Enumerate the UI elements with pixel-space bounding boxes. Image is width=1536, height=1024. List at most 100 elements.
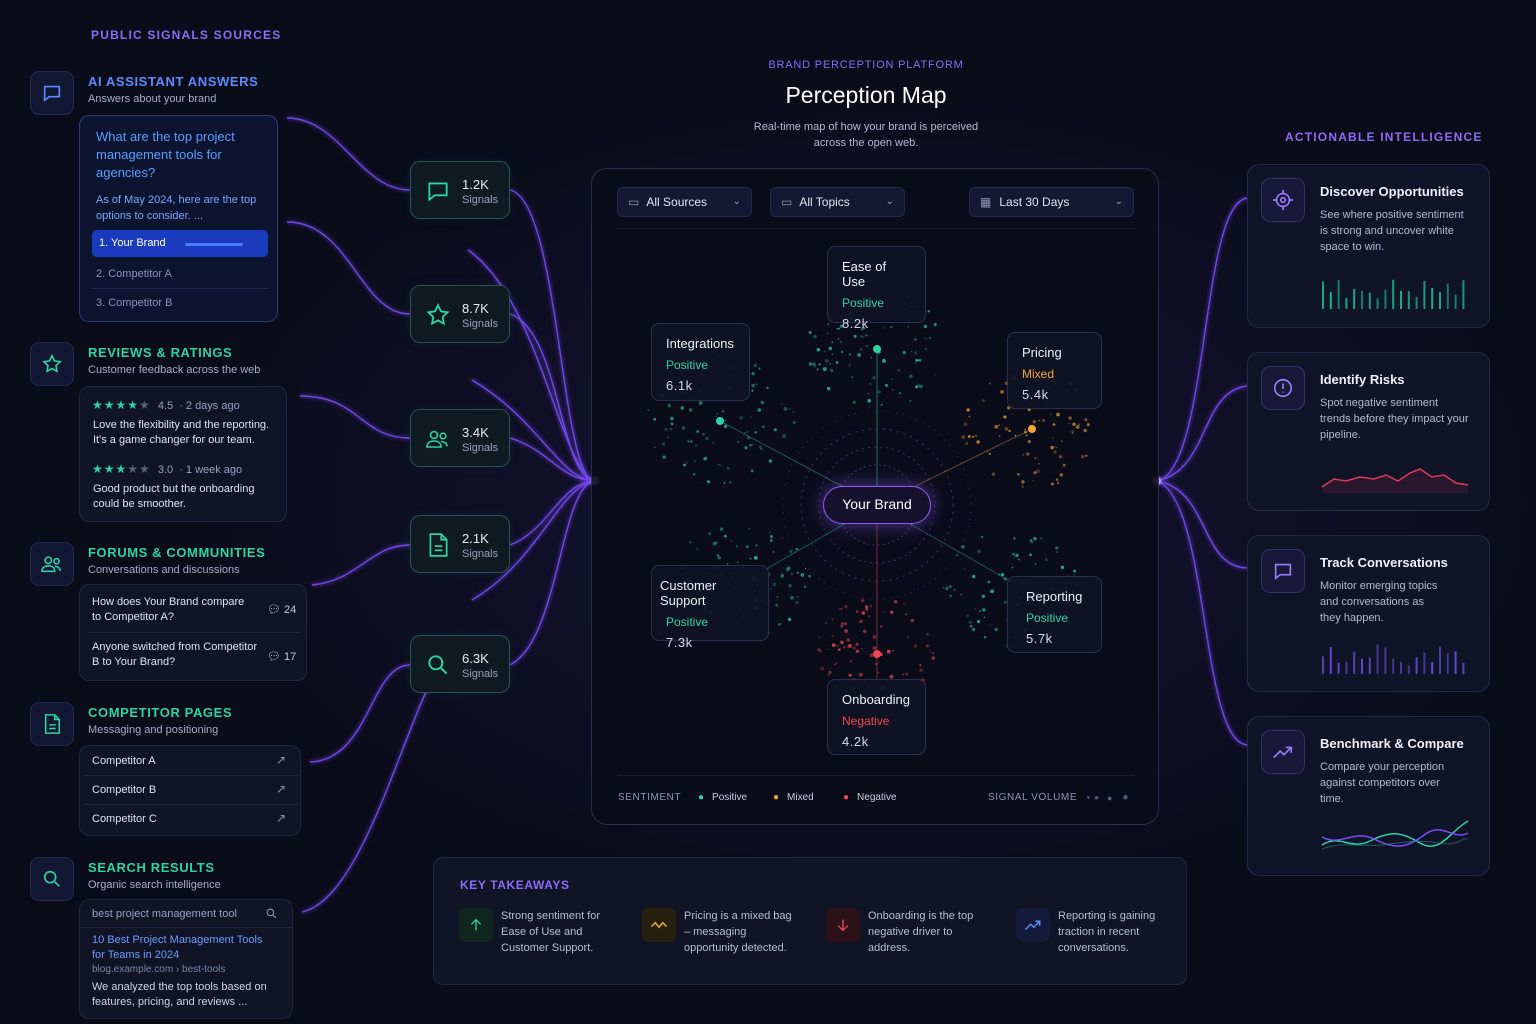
particle xyxy=(716,412,719,415)
signal-badge[interactable]: 8.7K Signals xyxy=(410,285,510,343)
particle xyxy=(861,611,865,615)
thread-item[interactable]: Anyone switched from Competitor B to You… xyxy=(92,641,258,668)
particle xyxy=(1017,558,1019,560)
particle xyxy=(910,350,913,353)
particle xyxy=(1025,434,1028,437)
particle xyxy=(662,455,666,459)
particle xyxy=(880,625,883,628)
topic-node-pricing[interactable]: Pricing Mixed 5.4k xyxy=(1007,332,1102,409)
search-icon xyxy=(428,655,448,675)
particle xyxy=(953,588,956,591)
sources-dropdown[interactable]: ▭All Sources⌄ xyxy=(617,187,752,217)
signal-badge[interactable]: 6.3K Signals xyxy=(410,635,510,693)
right-section-title: ACTIONABLE INTELLIGENCE xyxy=(1285,130,1483,144)
comment-icon: 💬︎ xyxy=(267,604,281,616)
particle xyxy=(861,619,864,622)
particle xyxy=(880,403,883,407)
date-range-dropdown[interactable]: ▦Last 30 Days⌄ xyxy=(969,187,1134,217)
external-link-icon[interactable]: ↗ xyxy=(276,753,287,767)
search-result-url: blog.example.com › best-tools xyxy=(92,964,226,975)
particle xyxy=(987,580,991,584)
particle xyxy=(698,481,700,483)
left-section-title: PUBLIC SIGNALS SOURCES xyxy=(91,28,282,42)
particle xyxy=(792,410,795,413)
competitor-link[interactable]: Competitor A xyxy=(92,755,156,767)
particle xyxy=(1041,418,1046,423)
topic-node-integrations[interactable]: Integrations Positive 6.1k xyxy=(651,323,750,401)
dot-icon: ● xyxy=(698,792,705,803)
sparkline-bar xyxy=(1361,290,1363,309)
particle xyxy=(760,400,765,405)
particle xyxy=(865,344,868,347)
particle xyxy=(837,648,841,651)
particle xyxy=(926,632,929,636)
topic-node-customer-support[interactable]: Customer Support Positive 7.3k xyxy=(651,565,769,650)
particle xyxy=(770,539,773,542)
particle xyxy=(848,673,852,677)
signal-count: 1.2K xyxy=(462,177,489,192)
topics-dropdown[interactable]: ▭All Topics⌄ xyxy=(770,187,905,217)
node-value: 5.4k xyxy=(1022,387,1049,402)
search-result-title[interactable]: 10 Best Project Management Tools for Tea… xyxy=(92,934,263,961)
particle xyxy=(1083,428,1087,433)
takeaway-text: Onboarding is the top negative driver to… xyxy=(868,910,974,954)
signal-badge[interactable]: 3.4K Signals xyxy=(410,409,510,467)
topic-node-reporting[interactable]: Reporting Positive 5.7k xyxy=(1007,576,1102,653)
particle xyxy=(670,428,673,431)
node-title: Reporting xyxy=(1026,589,1083,604)
particle xyxy=(843,646,846,649)
brand-center-node[interactable]: Your Brand xyxy=(823,486,931,524)
dot-icon: ● xyxy=(843,792,850,803)
ai-answers-title: AI ASSISTANT ANSWERS xyxy=(88,74,259,89)
card-benchmark-compare[interactable]: Benchmark & Compare Compare your percept… xyxy=(1247,716,1490,876)
comment-count: 💬︎ 24 xyxy=(267,604,297,616)
node-value: 7.3k xyxy=(666,635,693,650)
particle xyxy=(744,446,748,450)
particle xyxy=(1013,537,1016,540)
search-query: best project management tool xyxy=(92,908,237,920)
particle xyxy=(882,358,886,363)
external-link-icon[interactable]: ↗ xyxy=(276,811,287,825)
search-card: best project management tool 10 Best Pro… xyxy=(79,899,293,1019)
particle xyxy=(914,351,918,355)
particle xyxy=(822,367,827,372)
trend-up-icon xyxy=(1016,908,1050,942)
external-link-icon[interactable]: ↗ xyxy=(276,782,287,796)
particle xyxy=(1029,539,1033,542)
card-discover-opportunities[interactable]: Discover Opportunities See where positiv… xyxy=(1247,164,1490,328)
particle xyxy=(890,325,893,329)
topic-node-onboarding[interactable]: Onboarding Negative 4.2k xyxy=(827,679,926,755)
rank-item-competitor-b[interactable]: 3. Competitor B xyxy=(96,297,173,309)
sparkline-bar xyxy=(1446,653,1449,674)
chat-icon xyxy=(1261,549,1305,593)
particle xyxy=(1068,422,1070,425)
document-icon xyxy=(429,533,448,557)
particle xyxy=(778,623,781,626)
legend-mixed: ●Mixed xyxy=(773,792,814,803)
subtitle-line: Real-time map of how your brand is perce… xyxy=(753,121,979,133)
sparkline-bar xyxy=(1345,661,1348,674)
particle xyxy=(1015,553,1019,558)
signal-badge[interactable]: 1.2K Signals xyxy=(410,161,510,219)
ai-answer-card[interactable]: What are the top project management tool… xyxy=(79,115,278,322)
sparkline-bar xyxy=(1454,651,1457,674)
rank-item-your-brand[interactable]: 1. Your Brand xyxy=(92,230,268,257)
competitor-link[interactable]: Competitor B xyxy=(92,784,157,796)
particle xyxy=(685,462,688,464)
search-input[interactable]: best project management tool xyxy=(80,900,292,928)
signal-badge[interactable]: 2.1K Signals xyxy=(410,515,510,573)
particle xyxy=(966,614,969,617)
particle xyxy=(1086,423,1090,427)
particle xyxy=(687,440,689,442)
topic-node-ease-of-use[interactable]: Ease of Use Positive 8.2k xyxy=(827,246,926,331)
card-track-conversations[interactable]: Track Conversations Monitor emerging top… xyxy=(1247,535,1490,692)
particle xyxy=(664,427,668,431)
legend-positive: ●Positive xyxy=(698,792,748,803)
rank-item-competitor-a[interactable]: 2. Competitor A xyxy=(96,268,172,280)
particle xyxy=(840,640,844,645)
page-subtitle: Real-time map of how your brand is perce… xyxy=(600,119,1132,151)
search-icon[interactable] xyxy=(265,907,278,920)
thread-item[interactable]: How does Your Brand compare to Competito… xyxy=(92,596,245,623)
competitor-link[interactable]: Competitor C xyxy=(92,813,157,825)
card-identify-risks[interactable]: Identify Risks Spot negative sentiment t… xyxy=(1247,352,1490,511)
